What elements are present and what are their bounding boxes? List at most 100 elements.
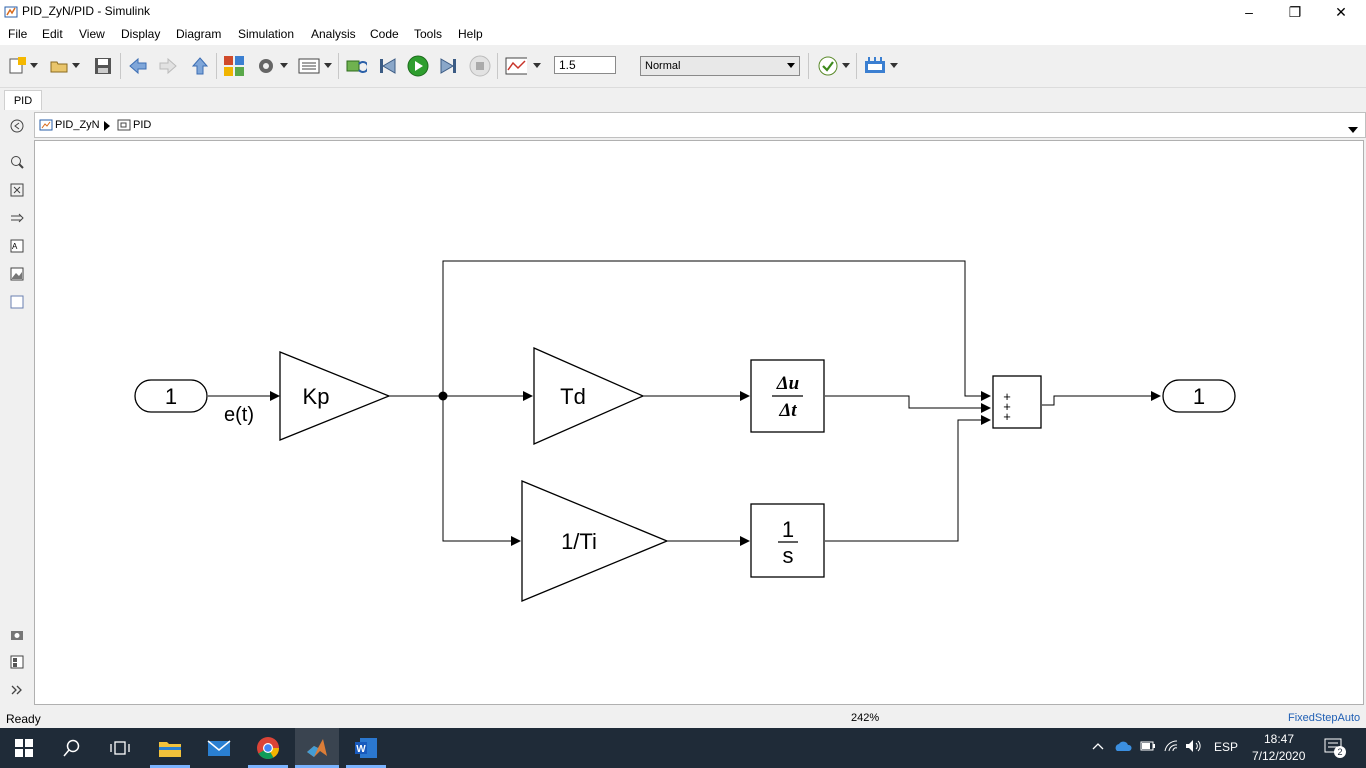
back-arrow-icon [129,57,147,75]
notification-icon [1324,738,1342,753]
breadcrumb-dropdown-chevron[interactable] [1348,122,1358,136]
menu-code[interactable]: Code [370,27,399,41]
arrange-button[interactable] [9,210,25,226]
fit-to-view-button[interactable] [9,182,25,198]
branch-point [438,391,448,401]
model-tab-strip: PID [0,88,1366,110]
build-dropdown-chevron[interactable] [888,55,900,77]
start-button[interactable] [12,736,36,760]
task-view-button[interactable] [108,736,132,760]
chrome-taskbar-button[interactable] [256,736,280,760]
clock-date[interactable]: 7/12/2020 [1252,749,1306,763]
restore-button[interactable]: ❐ [1288,3,1302,20]
minimize-button[interactable]: – [1245,4,1253,20]
word-taskbar-button[interactable]: W [354,736,378,760]
mail-taskbar-button[interactable] [207,736,231,760]
integrator-numerator: 1 [782,517,794,542]
left-palette: A [0,110,34,706]
screenshot-button[interactable] [9,626,25,642]
menu-analysis[interactable]: Analysis [311,27,356,41]
gain-kp-label: Kp [303,384,330,409]
collapse-icon [10,119,24,133]
inspector-dropdown-chevron[interactable] [531,55,543,77]
library-browser-button[interactable] [223,55,245,77]
volume-icon[interactable] [1185,739,1203,756]
menu-edit[interactable]: Edit [42,27,63,41]
menu-diagram[interactable]: Diagram [176,27,222,41]
back-button[interactable] [127,55,149,77]
stop-time-input[interactable] [554,56,616,74]
toolbar-separator [338,53,339,79]
annotation-button[interactable]: A [9,238,25,254]
gear-icon [259,59,273,73]
step-back-button[interactable] [377,55,399,77]
wifi-icon[interactable] [1163,739,1179,756]
forward-button[interactable] [157,55,179,77]
chevron-down-icon [787,63,795,68]
run-button[interactable] [407,55,429,77]
mail-icon [207,740,231,756]
scope-icon [505,57,527,75]
area-button[interactable] [9,294,25,310]
expand-palette-button[interactable] [9,682,25,698]
subsystem-icon [117,118,131,135]
hide-browser-button[interactable] [9,118,25,134]
close-button[interactable]: ✕ [1335,3,1347,20]
search-icon [63,739,80,757]
step-forward-icon [440,58,456,74]
menu-help[interactable]: Help [458,27,483,41]
menu-view[interactable]: View [79,27,105,41]
explorer-dropdown-chevron[interactable] [322,55,334,77]
breadcrumb-child[interactable]: PID [133,119,152,131]
menu-display[interactable]: Display [121,27,161,41]
notifications-button[interactable]: 2 [1324,738,1346,761]
image-button[interactable] [9,266,25,282]
input-language[interactable]: ESP [1214,740,1239,754]
step-forward-button[interactable] [437,55,459,77]
file-explorer-taskbar-button[interactable] [158,736,182,760]
new-dropdown-chevron[interactable] [28,55,40,77]
data-inspector-button[interactable] [505,55,527,77]
new-model-button[interactable] [6,55,28,77]
refresh-icon [346,60,367,73]
onedrive-icon[interactable] [1114,740,1132,755]
menu-simulation[interactable]: Simulation [238,27,295,41]
save-button[interactable] [92,55,114,77]
property-inspector-button[interactable] [9,654,25,670]
open-dropdown-chevron[interactable] [70,55,82,77]
active-indicator [346,765,386,768]
config-dropdown-chevron[interactable] [278,55,290,77]
annotation-icon: A [10,239,24,253]
integrator-block [750,503,825,578]
tab-pid[interactable]: PID [4,90,42,110]
breadcrumb: PID_ZyN PID [34,112,1366,138]
build-model-button[interactable] [864,55,886,77]
model-explorer-button[interactable] [298,55,320,77]
zoom-button[interactable] [9,154,25,170]
update-diagram-button[interactable] [345,55,367,77]
menu-file[interactable]: File [8,27,28,41]
fit-view-icon [10,183,24,197]
search-button[interactable] [60,736,84,760]
toolbar-separator [216,53,217,79]
diagram-canvas[interactable]: 1 e(t) Kp Td Δu Δt 1/Ti 1 s + + + 1 [34,140,1364,705]
simulation-mode-select[interactable]: Normal [640,56,800,76]
model-advisor-button[interactable] [817,55,839,77]
run-icon [407,55,429,77]
breadcrumb-root[interactable]: PID_ZyN [55,119,100,131]
stop-button[interactable] [469,55,491,77]
model-config-button[interactable] [255,55,277,77]
clock-time[interactable]: 18:47 [1264,732,1295,746]
solver-link[interactable]: FixedStepAuto [1288,712,1361,724]
open-button[interactable] [48,55,70,77]
advisor-dropdown-chevron[interactable] [840,55,852,77]
menu-tools[interactable]: Tools [414,27,443,41]
simulation-mode-value: Normal [645,60,681,72]
toolbar-separator [808,53,809,79]
signal-label: e(t) [224,404,254,426]
matlab-taskbar-button[interactable] [305,736,329,760]
tray-overflow-chevron[interactable] [1092,739,1104,753]
save-icon [95,58,111,74]
battery-icon[interactable] [1140,740,1156,755]
up-button[interactable] [189,55,211,77]
